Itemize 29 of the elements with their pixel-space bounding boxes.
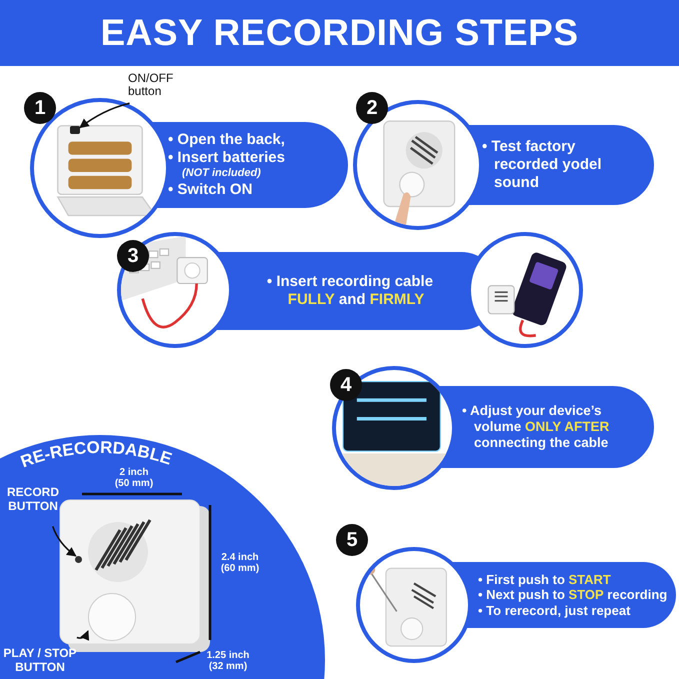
- callout-label: ON/OFF button: [128, 72, 198, 102]
- step-instruction: • First push to START: [478, 572, 612, 588]
- step-instruction: • Switch ON: [168, 180, 254, 199]
- leader-arrow: [79, 102, 130, 128]
- step-instruction: • Insert recording cable FULLY and FIRMLY: [266, 273, 434, 309]
- step-instruction: • Next push to STOP recording: [478, 587, 668, 603]
- step-number-badge: 4: [330, 369, 362, 401]
- step-panel: [330, 366, 654, 490]
- step-instruction: • Adjust your device’s volume ONLY AFTER connecting the cable: [462, 402, 610, 452]
- dimension-label: 2 inch (50 mm): [114, 467, 154, 491]
- step-instruction: • To rerecord, just repeat: [478, 602, 632, 618]
- dimension-label: 2.4 inch (60 mm): [220, 552, 260, 576]
- step-number-badge: 3: [117, 240, 149, 272]
- step-number-badge: 2: [356, 92, 388, 124]
- step-instruction: • Insert batteries (NOT included): [168, 149, 286, 181]
- step-number-badge: 5: [336, 524, 368, 556]
- callout-label: RECORD BUTTON: [0, 478, 66, 524]
- step-instruction: • Open the back,: [168, 131, 286, 150]
- step-panel: [336, 524, 676, 663]
- toggle-switch: [70, 126, 80, 134]
- step-panel: [117, 232, 583, 348]
- step-number-badge: 1: [24, 92, 56, 124]
- dimension-label: 1.25 inch (32 mm): [206, 650, 250, 674]
- leader-arrow: [52, 526, 77, 557]
- leader-arrow: [76, 630, 89, 641]
- step-panel: [353, 92, 654, 230]
- title-banner: EASY RECORDING STEPS: [0, 0, 679, 66]
- callout-label: PLAY / STOP BUTTON: [0, 639, 80, 679]
- step-instruction: • Test factory recorded yodel sound: [482, 138, 603, 192]
